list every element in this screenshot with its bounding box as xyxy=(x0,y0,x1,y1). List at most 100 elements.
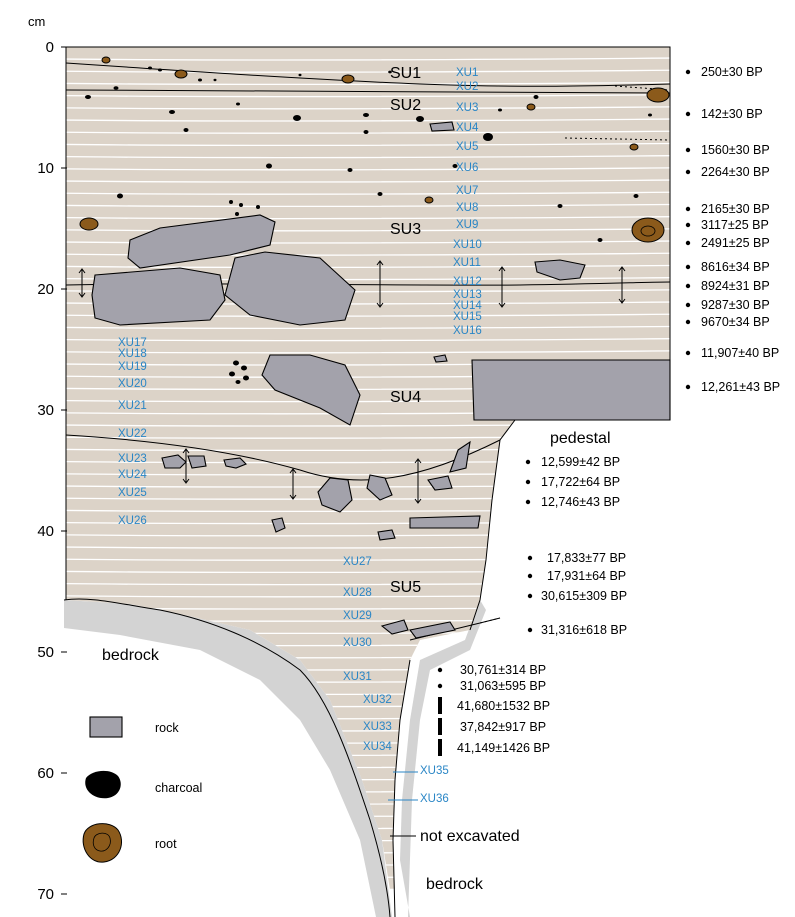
xu-label: XU33 xyxy=(363,721,392,733)
date-range-bar xyxy=(438,718,442,735)
legend-root-swatch xyxy=(83,824,121,863)
charcoal xyxy=(558,204,563,208)
date-marker xyxy=(438,668,442,672)
xu-label: XU16 xyxy=(453,325,482,337)
axis-tick-label: 0 xyxy=(46,39,54,56)
xu-label: XU30 xyxy=(343,637,372,649)
date-marker xyxy=(686,320,690,324)
legend-charcoal-swatch xyxy=(85,771,121,798)
date-marker xyxy=(686,148,690,152)
date-marker xyxy=(686,385,690,389)
charcoal xyxy=(483,133,493,141)
date-marker xyxy=(686,70,690,74)
rock xyxy=(472,360,670,420)
legend-rock-label: rock xyxy=(155,721,179,735)
rock xyxy=(430,122,454,131)
su5-label: SU5 xyxy=(390,579,421,596)
charcoal xyxy=(148,67,152,70)
xu-label: XU9 xyxy=(456,219,478,231)
xu-label: XU23 xyxy=(118,453,147,465)
date-marker xyxy=(526,480,530,484)
date-label: 31,316±618 BP xyxy=(541,623,627,637)
charcoal xyxy=(243,376,249,381)
xu-label: XU7 xyxy=(456,185,478,197)
rock xyxy=(92,268,225,325)
charcoal xyxy=(293,115,301,121)
root xyxy=(632,218,664,242)
rock xyxy=(410,516,480,528)
date-label: 8924±31 BP xyxy=(701,279,770,293)
date-marker xyxy=(686,284,690,288)
xu-label: XU11 xyxy=(453,257,481,269)
xu-label: XU3 xyxy=(456,102,478,114)
xu-label: XU1 xyxy=(456,67,478,79)
date-marker xyxy=(686,170,690,174)
date-label: 142±30 BP xyxy=(701,107,763,121)
xu-label: XU25 xyxy=(118,487,147,499)
pedestal-label: pedestal xyxy=(550,430,611,447)
axis-tick-label: 10 xyxy=(37,160,54,177)
su3-label: SU3 xyxy=(390,221,421,238)
date-range-bar xyxy=(438,739,442,756)
xu-label: XU2 xyxy=(456,81,478,93)
xu-label: XU18 xyxy=(118,348,147,360)
charcoal xyxy=(348,168,353,172)
date-label: 41,149±1426 BP xyxy=(457,741,550,755)
legend-charcoal-label: charcoal xyxy=(155,781,202,795)
charcoal xyxy=(299,74,302,76)
charcoal xyxy=(241,366,247,371)
root xyxy=(425,197,433,203)
xu-label: XU20 xyxy=(118,378,147,390)
charcoal xyxy=(214,79,217,81)
axis-tick-label: 20 xyxy=(37,281,54,298)
date-label: 30,615±309 BP xyxy=(541,589,627,603)
charcoal xyxy=(85,95,91,99)
charcoal xyxy=(184,128,189,132)
xu-label: XU19 xyxy=(118,361,147,373)
xu-label: XU12 xyxy=(453,276,482,288)
charcoal xyxy=(534,95,539,99)
axis-tick-label: 60 xyxy=(37,765,54,782)
date-label: 41,680±1532 BP xyxy=(457,699,550,713)
date-marker xyxy=(528,594,532,598)
charcoal xyxy=(198,79,202,82)
date-label: 8616±34 BP xyxy=(701,260,770,274)
xu-label: XU15 xyxy=(453,311,482,323)
xu-label: XU28 xyxy=(343,587,372,599)
date-marker xyxy=(686,303,690,307)
xu-label: XU6 xyxy=(456,162,478,174)
date-label: 17,833±77 BP xyxy=(547,551,626,565)
xu-label: XU34 xyxy=(363,741,392,753)
su1-label: SU1 xyxy=(390,65,421,82)
charcoal xyxy=(229,372,235,377)
charcoal xyxy=(648,114,652,117)
xu-label: XU5 xyxy=(456,141,478,153)
charcoal xyxy=(266,164,272,169)
date-marker xyxy=(686,112,690,116)
date-label: 30,761±314 BP xyxy=(460,663,546,677)
date-label: 250±30 BP xyxy=(701,65,763,79)
root xyxy=(80,218,98,230)
xu-label: XU36 xyxy=(420,793,449,805)
legend: rock charcoal root xyxy=(83,717,202,862)
root xyxy=(630,144,638,150)
date-label: 9670±34 BP xyxy=(701,315,770,329)
charcoal xyxy=(239,203,243,207)
xu-label: XU24 xyxy=(118,469,147,481)
root xyxy=(647,88,669,102)
date-label: 2165±30 BP xyxy=(701,202,770,216)
date-label: 17,931±64 BP xyxy=(547,569,626,583)
charcoal xyxy=(169,110,175,114)
axis-tick-label: 30 xyxy=(37,402,54,419)
xu-label: XU32 xyxy=(363,694,392,706)
date-marker xyxy=(526,500,530,504)
legend-root-label: root xyxy=(155,837,177,851)
xu-label: XU31 xyxy=(343,671,372,683)
date-label: 12,746±43 BP xyxy=(541,495,620,509)
charcoal xyxy=(598,238,603,242)
su2-label: SU2 xyxy=(390,97,421,114)
xu-label: XU29 xyxy=(343,610,372,622)
charcoal xyxy=(158,69,162,72)
date-marker xyxy=(528,628,532,632)
